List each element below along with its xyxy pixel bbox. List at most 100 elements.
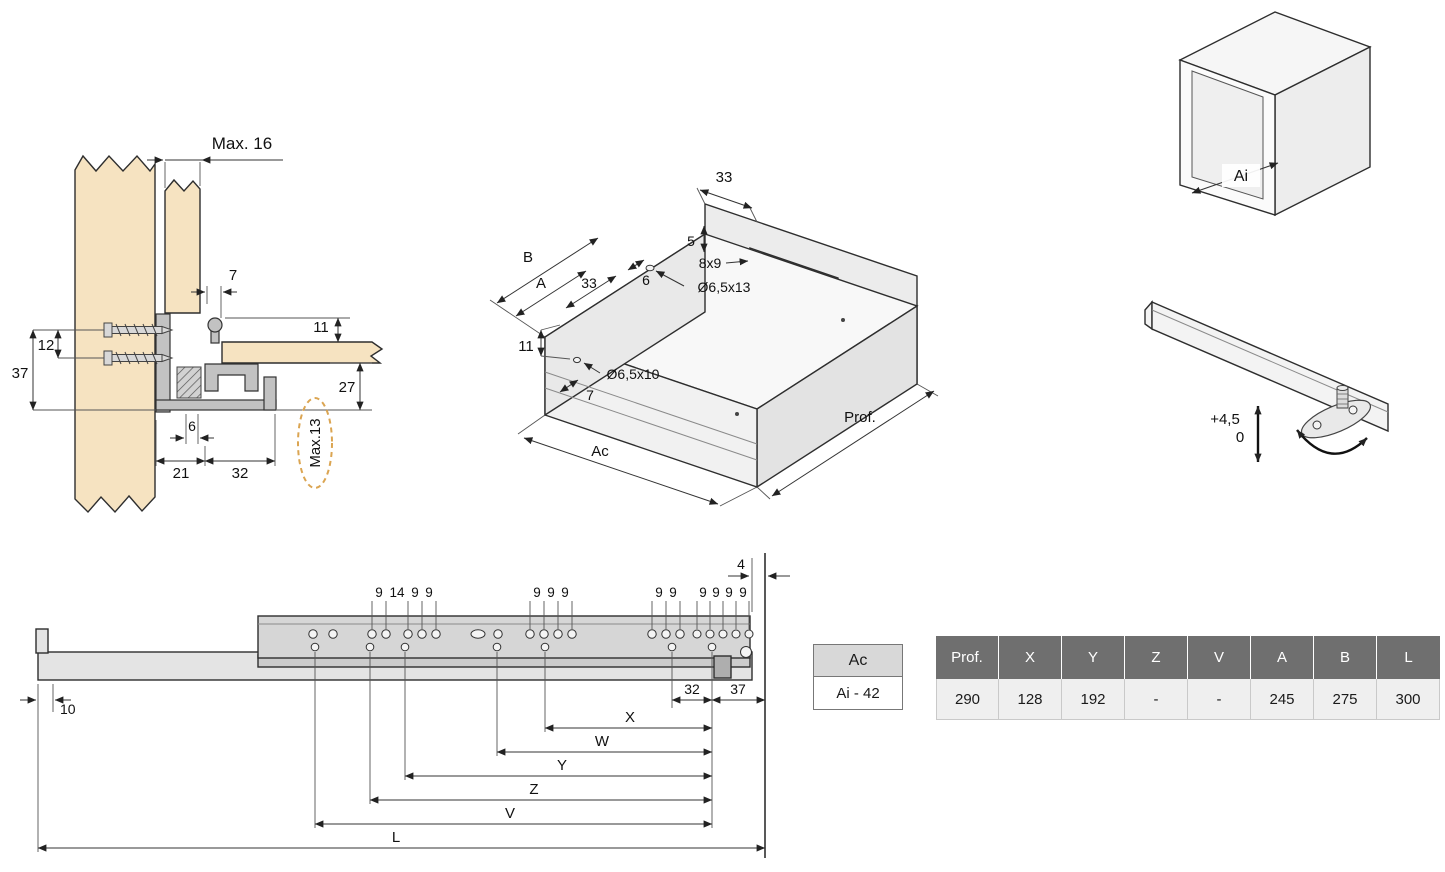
dim-37: 37 xyxy=(12,329,156,411)
dim-27: 27 xyxy=(277,362,372,411)
dim-4: 4 xyxy=(728,556,790,612)
dim-label-5: 5 xyxy=(687,233,695,249)
dim-label-11: 11 xyxy=(313,319,329,336)
dim-label-V: V xyxy=(505,805,515,822)
table-value-cell: 192 xyxy=(1062,679,1125,720)
dim-label-37-side: 37 xyxy=(730,681,746,697)
spacing-label: 9 xyxy=(725,585,733,600)
ac-table-header: Ac xyxy=(813,644,903,677)
dim-label-21: 21 xyxy=(173,465,190,482)
dimension-table-value-row: 290 128 192 - - 245 275 300 xyxy=(936,679,1440,720)
tilt-adjust-arrow xyxy=(1296,429,1368,455)
dim-label-32: 32 xyxy=(232,465,249,482)
plastic-block-hatched xyxy=(176,366,202,399)
dim-6-iso: 6 xyxy=(627,259,650,288)
table-value-cell: - xyxy=(1188,679,1251,720)
dim-label-7: 7 xyxy=(229,267,237,284)
screw-bottom xyxy=(103,350,174,366)
dim-33-top: 33 xyxy=(696,169,758,223)
dim-label-max16: Max. 16 xyxy=(212,134,272,153)
dim-10: 10 xyxy=(20,684,76,852)
front-fixing-pin xyxy=(207,317,223,344)
spacing-label: 9 xyxy=(425,585,433,600)
table-value-cell: 128 xyxy=(999,679,1062,720)
table-header-cell: Prof. xyxy=(936,636,999,679)
hole-spacing-group4: 9 9 9 9 xyxy=(696,585,750,629)
dim-label-A: A xyxy=(536,275,546,292)
dim-label-max13: Max.13 xyxy=(307,418,324,467)
table-header-cell: Z xyxy=(1125,636,1188,679)
adjustment-label-plus: +4,5 xyxy=(1210,411,1240,428)
dim-11: 11 xyxy=(225,317,350,343)
dim-32: 32 xyxy=(204,414,276,482)
spacing-label: 9 xyxy=(547,585,555,600)
dim-37-side: 37 xyxy=(711,681,766,704)
dim-B: B xyxy=(489,237,599,338)
dim-label-hole-top: Ø6,5x13 xyxy=(698,279,751,295)
dimension-table-header-row: Prof. X Y Z V A B L xyxy=(936,636,1440,679)
dim-label-X: X xyxy=(625,709,635,726)
section-view: Max. 16 7 11 12 37 27 xyxy=(12,134,384,514)
dim-label-37: 37 xyxy=(12,365,29,382)
dim-Y: Y xyxy=(404,652,713,780)
table-value-cell: 275 xyxy=(1314,679,1377,720)
hole-spacing-group1: 9 14 9 9 xyxy=(371,585,437,629)
table-header-cell: Y xyxy=(1062,636,1125,679)
dim-Z: Z xyxy=(369,652,713,804)
max13-dashed-ellipse xyxy=(297,397,333,489)
dim-12: 12 xyxy=(33,329,104,359)
table-header-cell: L xyxy=(1377,636,1440,679)
table-header-cell: V xyxy=(1188,636,1251,679)
slide-side-view: 9 14 9 9 9 9 9 9 9 9 9 9 9 xyxy=(20,553,790,858)
dim-label-32-side: 32 xyxy=(684,681,700,697)
dim-max16: Max. 16 xyxy=(147,134,283,188)
hole-spacing-group2: 9 9 9 xyxy=(529,585,573,629)
rail-bottom-plate xyxy=(155,399,277,411)
dimension-table: Prof. X Y Z V A B L 290 128 192 - - 245 … xyxy=(936,636,1440,720)
mounting-holes-upper-row xyxy=(308,629,754,639)
screw-top xyxy=(103,322,174,338)
spacing-label: 9 xyxy=(655,585,663,600)
plate-hole-left xyxy=(1312,420,1322,430)
dim-label-33-mid: 33 xyxy=(581,275,597,291)
spacing-label: 9 xyxy=(739,585,747,600)
dim-8x9: 8x9 xyxy=(699,255,749,271)
spacing-label: 9 xyxy=(561,585,569,600)
side-face-hole xyxy=(573,356,581,364)
spacing-label: 14 xyxy=(389,585,405,600)
adjustment-pin xyxy=(1336,385,1349,409)
runner-channel xyxy=(204,363,259,392)
table-header-cell: A xyxy=(1251,636,1314,679)
rail-detail-view: +4,5 0 xyxy=(1144,300,1389,463)
spacing-label: 9 xyxy=(712,585,720,600)
max13-callout: Max.13 xyxy=(297,397,333,489)
dim-label-Z: Z xyxy=(529,781,538,798)
dim-11-iso: 11 xyxy=(518,324,571,360)
front-hook xyxy=(35,628,49,654)
dim-label-L: L xyxy=(392,829,400,846)
dim-label-Ai: Ai xyxy=(1234,168,1248,185)
iso-view: 33 5 8x9 B A 33 6 Ø6,5x13 xyxy=(489,169,939,507)
ac-formula-table: Ac Ai - 42 xyxy=(813,644,903,710)
top-edge-hole xyxy=(645,264,655,272)
dim-label-6-iso: 6 xyxy=(642,272,650,288)
dim-6: 6 xyxy=(170,414,214,444)
dim-label-hole-side: Ø6,5x10 xyxy=(607,366,660,382)
spacing-label: 9 xyxy=(669,585,677,600)
dim-label-33-top: 33 xyxy=(716,169,733,186)
ai-label-bg xyxy=(1222,164,1260,187)
drawer-bottom-panel xyxy=(221,341,384,364)
panel-dot-1 xyxy=(841,318,845,322)
ac-table-value: Ai - 42 xyxy=(813,677,903,710)
dim-hole-side: Ø6,5x10 xyxy=(583,362,660,382)
hole-spacing-group3: 9 9 xyxy=(651,585,681,629)
dim-label-W: W xyxy=(595,733,610,750)
table-value-cell: 290 xyxy=(936,679,999,720)
table-header-cell: B xyxy=(1314,636,1377,679)
drawer-side-panel xyxy=(164,178,201,314)
dim-label-Y: Y xyxy=(557,757,567,774)
rail-bar-edge xyxy=(1151,309,1389,413)
rear-roller xyxy=(740,646,752,658)
dim-label-8x9: 8x9 xyxy=(699,255,722,271)
